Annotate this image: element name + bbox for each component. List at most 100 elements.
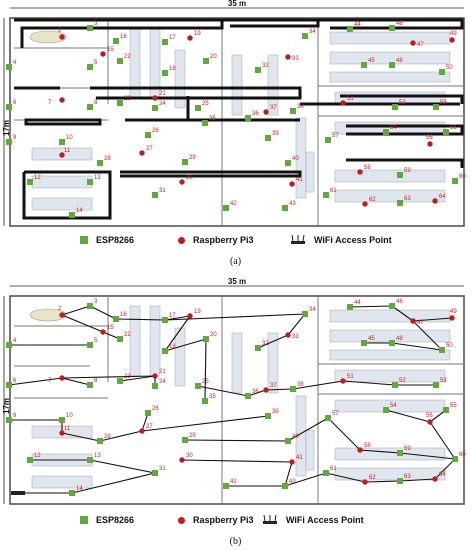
raspberry-pi-node: [432, 476, 438, 482]
legend-a: ESP8266 Raspberry Pi3 WiFi Access Point: [0, 232, 471, 250]
esp8266-node: [255, 67, 261, 73]
corridor-wall: [22, 170, 112, 220]
desk: [231, 332, 243, 394]
raspberry-pi-node: [410, 318, 416, 324]
esp8266-node: [439, 347, 445, 353]
esp8266-node: [152, 470, 158, 476]
link-line: [265, 388, 294, 391]
node-label: 3: [94, 21, 98, 27]
legend-esp: ESP8266: [80, 515, 134, 525]
node-label: 35: [209, 116, 216, 122]
node-label: 32: [262, 63, 269, 69]
link-line: [399, 452, 456, 460]
esp8266-node: [383, 407, 389, 413]
desk: [174, 49, 186, 109]
node-label: 37: [270, 105, 277, 111]
esp8266-node: [152, 383, 158, 389]
link-line: [61, 314, 104, 333]
link-line: [385, 409, 431, 423]
link-line: [284, 461, 293, 487]
node-label: 12: [34, 453, 41, 459]
link-line: [197, 385, 249, 397]
node-label: 27: [146, 146, 153, 152]
node-label: 49: [450, 309, 457, 315]
esp8266-node: [117, 336, 123, 342]
esp8266-node: [87, 303, 93, 309]
caption-a: (a): [229, 256, 242, 267]
link-line: [164, 315, 191, 352]
node-label: 23: [124, 96, 131, 102]
esp8266-node: [285, 160, 291, 166]
node-label: 15: [107, 325, 114, 331]
link-line: [181, 459, 293, 463]
link-line: [391, 342, 443, 351]
legend-ap-label: WiFi Access Point: [314, 235, 392, 245]
desk: [334, 189, 446, 203]
esp8266-node: [6, 342, 12, 348]
link-line: [115, 318, 166, 321]
node-label: 35: [209, 394, 216, 400]
node-label: 28: [104, 434, 111, 440]
node-label: 5: [94, 60, 98, 66]
raspberry-pi-node: [152, 95, 158, 101]
node-label: 18: [169, 344, 176, 350]
node-label: 34: [309, 29, 316, 35]
node-label: 40: [292, 156, 299, 162]
esp8266-node: [290, 386, 296, 392]
node-label: 13: [94, 453, 101, 459]
esp8266-node: [87, 104, 93, 110]
esp8266-node: [361, 340, 367, 346]
desk: [334, 399, 446, 413]
node-label: 55: [450, 403, 457, 409]
esp8266-node: [162, 39, 168, 45]
link-line: [8, 377, 63, 386]
pi-dot-icon: [178, 516, 185, 524]
link-line: [359, 449, 401, 454]
raspberry-pi-node: [59, 152, 65, 158]
raspberry-pi-node: [357, 447, 363, 453]
link-line: [141, 415, 269, 432]
node-label: 53: [440, 378, 447, 384]
raspberry-pi-node: [59, 312, 65, 318]
node-label: 16: [120, 34, 127, 40]
node-label: 60: [459, 174, 466, 180]
esp-square-icon: [80, 236, 88, 244]
meeting-table: [29, 30, 67, 44]
node-label: 22: [124, 54, 131, 60]
link-line: [292, 380, 344, 390]
corridor-wall: [346, 124, 464, 136]
esp-square-icon: [80, 516, 88, 524]
esp8266-node: [87, 342, 93, 348]
node-label: 52: [399, 378, 406, 384]
node-label: 38: [297, 104, 304, 110]
raspberry-pi-node: [59, 430, 65, 436]
esp8266-node: [325, 415, 331, 421]
outer-wall: [9, 295, 465, 505]
esp8266-node: [202, 398, 208, 404]
raspberry-pi-node: [100, 329, 106, 335]
node-label: 64: [439, 472, 446, 478]
wifi-router-icon: [11, 491, 25, 495]
esp8266-node: [282, 483, 288, 489]
raspberry-pi-node: [100, 51, 106, 57]
node-label: 48: [396, 336, 403, 342]
legend-pi: Raspberry Pi3: [178, 515, 254, 525]
esp8266-node: [223, 483, 229, 489]
node-label: 40: [292, 434, 299, 440]
esp8266-node: [87, 64, 93, 70]
raspberry-pi-node: [362, 479, 368, 485]
esp8266-node: [245, 393, 251, 399]
node-label: 58: [364, 443, 371, 449]
esp8266-node: [87, 457, 93, 463]
node-label: 11: [64, 148, 71, 154]
node-label: 36: [252, 389, 259, 395]
esp8266-node: [302, 311, 308, 317]
node-label: 29: [189, 433, 196, 439]
node-label: 59: [404, 168, 411, 174]
desk: [305, 151, 315, 193]
outer-wall: [9, 17, 465, 227]
node-label: 62: [369, 197, 376, 203]
node-label: 30: [186, 175, 193, 181]
node-label: 43: [289, 201, 296, 207]
